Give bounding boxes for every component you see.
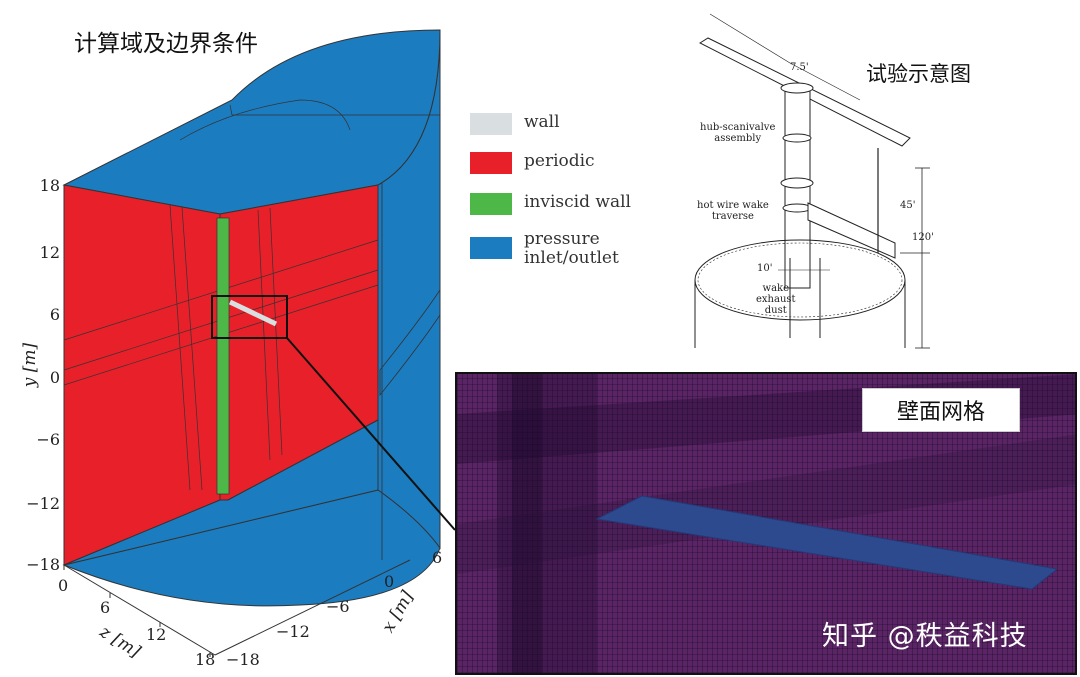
legend-item-wall: wall bbox=[470, 113, 560, 135]
domain-drawing bbox=[62, 29, 456, 657]
zoom-box bbox=[211, 295, 288, 339]
y-tick: 12 bbox=[39, 243, 60, 262]
blade-wall bbox=[228, 299, 278, 327]
mesh-title: 壁面网格 bbox=[862, 388, 1020, 432]
legend-item-periodic: periodic bbox=[470, 152, 595, 174]
experiment-sketch bbox=[694, 13, 930, 349]
y-tick: 0 bbox=[49, 368, 60, 387]
periodic-face-left bbox=[63, 184, 221, 566]
watermark: 知乎 @秩益科技 bbox=[822, 621, 1028, 652]
legend-item-inviscid-wall: inviscid wall bbox=[470, 193, 631, 215]
legend-label: wall bbox=[524, 112, 560, 132]
inviscid-wall-column bbox=[216, 217, 230, 495]
sketch-45ft-label: 45' bbox=[900, 200, 916, 211]
legend-swatch bbox=[470, 152, 512, 174]
x-tick: −18 bbox=[226, 650, 260, 669]
right-title: 试验示意图 bbox=[866, 62, 971, 86]
sketch-exhaust-label: wake exhaust dust bbox=[756, 283, 796, 316]
legend-swatch bbox=[470, 113, 512, 135]
y-tick: −18 bbox=[26, 555, 60, 574]
top-face bbox=[62, 29, 441, 215]
sketch-span-label: 7.5' bbox=[790, 62, 809, 73]
y-tick: 18 bbox=[39, 176, 60, 195]
y-tick: −6 bbox=[36, 430, 60, 449]
sketch-hotwire-label: hot wire wake traverse bbox=[697, 200, 769, 222]
z-tick: 0 bbox=[58, 576, 69, 595]
legend-label: inviscid wall bbox=[524, 192, 631, 212]
legend-label: periodic bbox=[524, 151, 595, 171]
x-tick: −6 bbox=[326, 597, 350, 616]
legend-item-pressure: pressure inlet/outlet bbox=[470, 230, 619, 268]
sketch-120ft-label: 120' bbox=[912, 232, 934, 243]
y-tick: 6 bbox=[49, 305, 60, 324]
z-tick: 18 bbox=[195, 650, 216, 669]
legend-swatch bbox=[470, 237, 512, 259]
z-tick: 12 bbox=[146, 625, 167, 644]
legend-label: pressure inlet/outlet bbox=[524, 229, 619, 268]
x-tick: 0 bbox=[384, 572, 395, 591]
sketch-10ft-label: 10' bbox=[757, 263, 773, 274]
x-tick: 6 bbox=[432, 548, 443, 567]
x-tick: −12 bbox=[276, 622, 310, 641]
blade-surface bbox=[595, 495, 1059, 590]
y-tick: −12 bbox=[26, 494, 60, 513]
sketch-hub-label: hub-scanivalve assembly bbox=[700, 122, 776, 144]
mesh-drawing bbox=[457, 374, 1075, 673]
y-axis-label: y [m] bbox=[20, 342, 41, 388]
legend-swatch bbox=[470, 193, 512, 215]
z-tick: 6 bbox=[100, 598, 111, 617]
left-title: 计算域及边界条件 bbox=[74, 31, 258, 57]
